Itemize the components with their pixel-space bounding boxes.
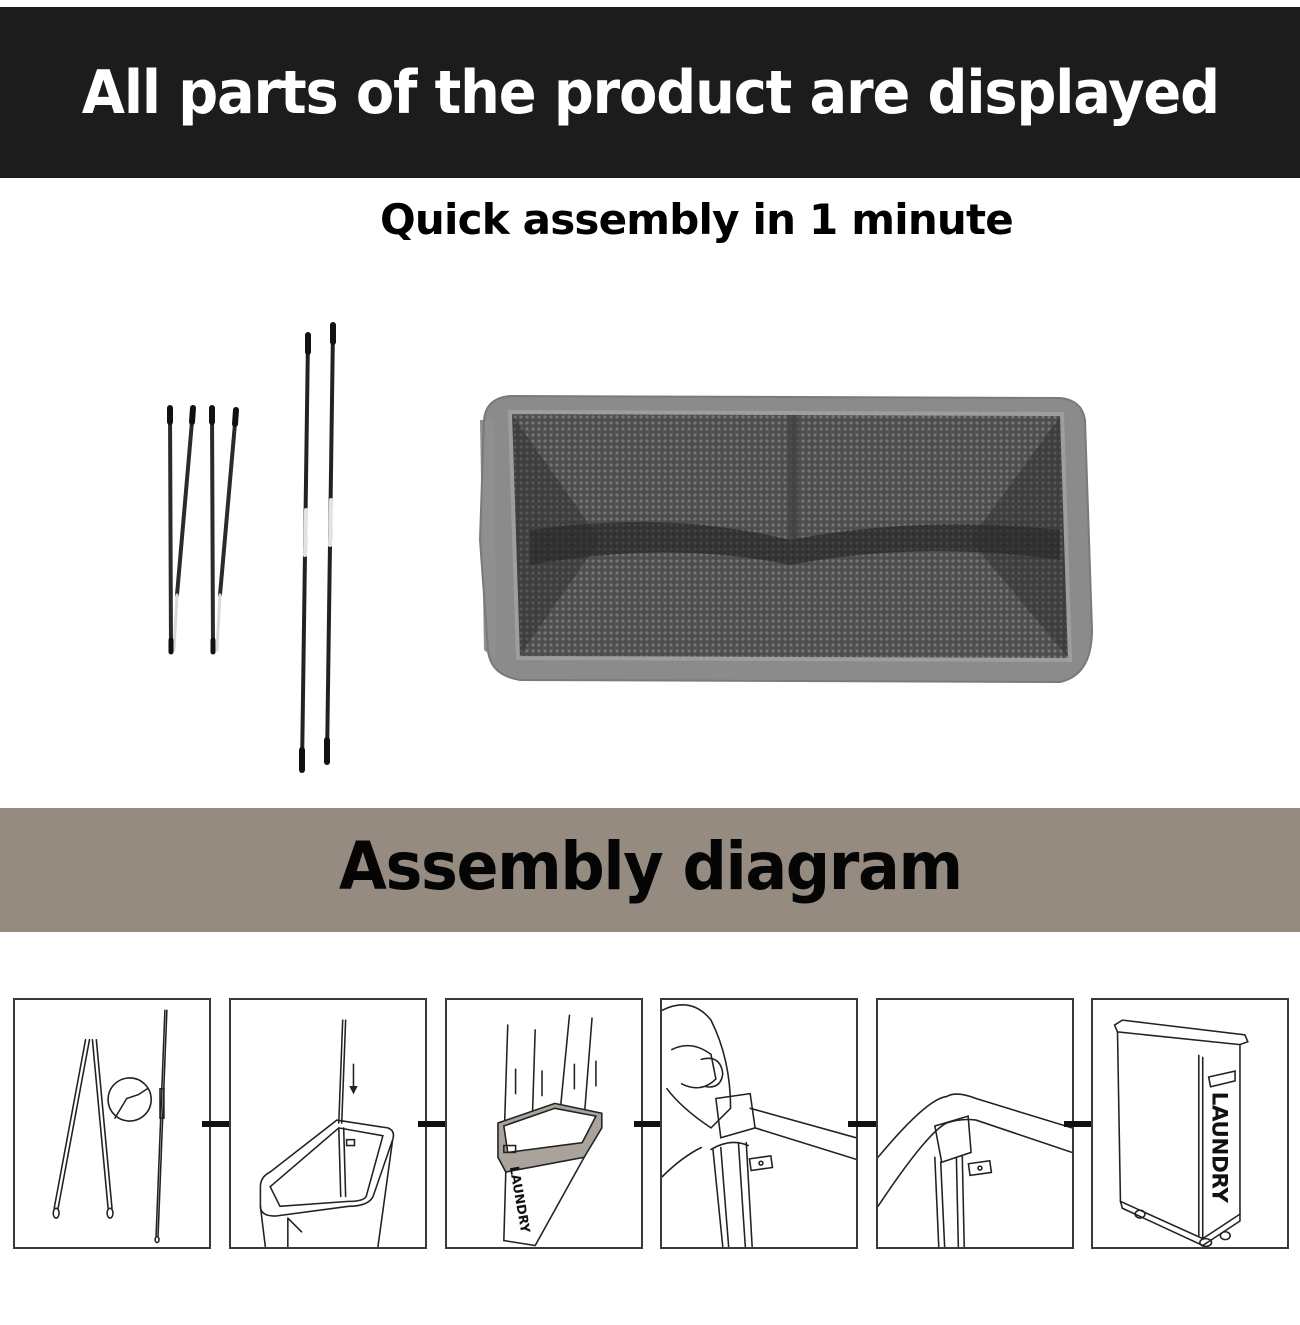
secure-rod-cap-icon: [878, 1093, 1072, 1247]
assembly-banner: Assembly diagram: [0, 808, 1300, 932]
bag-label: LAUNDRY: [506, 1165, 533, 1235]
assembly-step-6: LAUNDRY: [1091, 998, 1289, 1249]
finished-laundry-hamper-icon: LAUNDRY: [1113, 1019, 1249, 1247]
insert-rod-into-corner-icon: [259, 1019, 395, 1247]
assembly-steps: LAUNDRY: [0, 998, 1300, 1249]
connect-rods-icon: [52, 1009, 168, 1244]
insert-all-rods-icon: LAUNDRY: [497, 1014, 603, 1247]
assembly-step-1: [13, 998, 211, 1249]
header-title: All parts of the product are displayed: [81, 57, 1219, 128]
assembly-step-2: [229, 998, 427, 1249]
header-banner: All parts of the product are displayed: [0, 7, 1300, 178]
long-support-rods-icon: [299, 322, 336, 773]
short-support-rods-icon: [167, 405, 239, 655]
assembly-step-4: [660, 998, 858, 1249]
subtitle: Quick assembly in 1 minute: [380, 195, 1014, 244]
assembly-step-5: [876, 998, 1074, 1249]
assembly-title: Assembly diagram: [338, 827, 963, 905]
assembly-step-3: LAUNDRY: [445, 998, 643, 1249]
parts-display: [0, 300, 1300, 800]
mesh-basket-icon: [478, 394, 1094, 684]
hamper-label: LAUNDRY: [1207, 1092, 1232, 1204]
push-rod-into-sleeve-icon: [662, 1004, 856, 1247]
